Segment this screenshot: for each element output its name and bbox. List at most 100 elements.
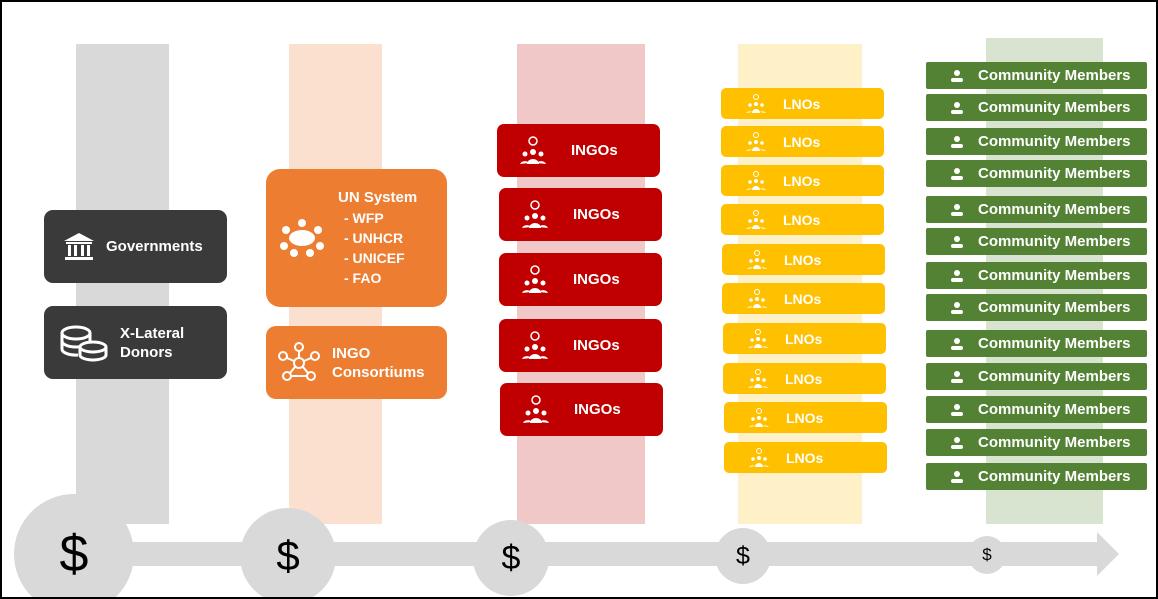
- ingo-label: INGOs: [574, 401, 621, 418]
- lno-label: LNOs: [786, 449, 824, 466]
- group-icon: [745, 209, 767, 230]
- community-member-box: Community Members: [926, 429, 1147, 456]
- group-icon: [745, 93, 767, 114]
- lno-box: LNOs: [724, 402, 887, 433]
- lno-box: LNOs: [722, 283, 885, 314]
- group-icon: [746, 249, 768, 270]
- dollar-sign: $: [59, 525, 89, 583]
- community-member-box: Community Members: [926, 463, 1147, 490]
- group-lightbulb-icon: [520, 394, 552, 426]
- group-lightbulb-icon: [519, 199, 551, 231]
- lno-label: LNOs: [785, 370, 823, 387]
- community-member-box: Community Members: [926, 363, 1147, 390]
- dollar-circle-2: $: [240, 508, 336, 597]
- coins-icon: [60, 323, 108, 363]
- community-member-box: Community Members: [926, 128, 1147, 155]
- lno-label: LNOs: [785, 330, 823, 347]
- person-icon: [950, 403, 964, 417]
- ingo-label: INGOs: [573, 206, 620, 223]
- group-icon: [745, 131, 767, 152]
- un-member: - FAO: [344, 270, 382, 286]
- lno-label: LNOs: [784, 290, 822, 307]
- community-member-label: Community Members: [978, 401, 1131, 418]
- lno-box: LNOs: [721, 204, 884, 235]
- lno-label: LNOs: [783, 211, 821, 228]
- lno-box: LNOs: [721, 126, 884, 157]
- person-icon: [950, 203, 964, 217]
- group-icon: [745, 170, 767, 191]
- un-member: - WFP: [344, 210, 384, 226]
- donors-box: X-Lateral Donors: [44, 306, 227, 379]
- dollar-circle-5: $: [968, 536, 1006, 574]
- meeting-table-icon: [280, 218, 324, 258]
- group-lightbulb-icon: [519, 264, 551, 296]
- un-members-list: - WFP - UNHCR - UNICEF - FAO: [338, 208, 417, 288]
- dollar-circle-1: $: [14, 494, 134, 597]
- person-icon: [950, 470, 964, 484]
- community-member-label: Community Members: [978, 233, 1131, 250]
- person-icon: [950, 269, 964, 283]
- person-icon: [950, 436, 964, 450]
- network-icon: [278, 341, 320, 384]
- ingo-box: INGOs: [499, 319, 662, 372]
- lno-box: LNOs: [723, 323, 886, 354]
- dollar-sign: $: [501, 538, 521, 577]
- lno-label: LNOs: [784, 251, 822, 268]
- dollar-circle-3: $: [473, 520, 549, 596]
- lno-label: LNOs: [783, 95, 821, 112]
- lno-box: LNOs: [721, 88, 884, 119]
- governments-box: Governments: [44, 210, 227, 283]
- ingo-consortiums-line1: INGO: [332, 344, 371, 362]
- un-system-title: UN System: [338, 189, 418, 206]
- governments-label: Governments: [106, 238, 203, 255]
- community-member-box: Community Members: [926, 294, 1147, 321]
- community-member-box: Community Members: [926, 62, 1147, 89]
- bank-icon: [62, 230, 96, 264]
- group-icon: [748, 447, 770, 468]
- community-member-box: Community Members: [926, 160, 1147, 187]
- community-member-box: Community Members: [926, 228, 1147, 255]
- community-member-label: Community Members: [978, 434, 1131, 451]
- ingo-box: INGOs: [499, 253, 662, 306]
- community-member-label: Community Members: [978, 201, 1131, 218]
- group-icon: [748, 407, 770, 428]
- un-member: - UNICEF: [344, 250, 405, 266]
- person-icon: [950, 235, 964, 249]
- ingo-label: INGOs: [571, 142, 618, 159]
- community-member-label: Community Members: [978, 133, 1131, 150]
- community-member-label: Community Members: [978, 165, 1131, 182]
- dollar-sign: $: [736, 541, 750, 570]
- ingo-box: INGOs: [497, 124, 660, 177]
- person-icon: [950, 101, 964, 115]
- lno-box: LNOs: [721, 165, 884, 196]
- dollar-circle-4: $: [715, 528, 771, 584]
- lno-label: LNOs: [786, 409, 824, 426]
- governments-band: [76, 44, 169, 524]
- community-member-box: Community Members: [926, 94, 1147, 121]
- dollar-sign: $: [276, 532, 300, 579]
- ingo-box: INGOs: [499, 188, 662, 241]
- ingo-label: INGOs: [573, 271, 620, 288]
- person-icon: [950, 167, 964, 181]
- lno-box: LNOs: [724, 442, 887, 473]
- lno-box: LNOs: [722, 244, 885, 275]
- community-member-label: Community Members: [978, 99, 1131, 116]
- community-member-box: Community Members: [926, 262, 1147, 289]
- person-icon: [950, 301, 964, 315]
- person-icon: [950, 370, 964, 384]
- ingo-box: INGOs: [500, 383, 663, 436]
- person-icon: [950, 135, 964, 149]
- group-icon: [747, 368, 769, 389]
- un-member: - UNHCR: [344, 230, 404, 246]
- lno-label: LNOs: [783, 133, 821, 150]
- group-lightbulb-icon: [517, 135, 549, 167]
- dollar-sign: $: [982, 545, 992, 564]
- ingo-consortiums-line2: Consortiums: [332, 363, 425, 381]
- donors-label-line1: X-Lateral: [120, 324, 185, 342]
- community-member-label: Community Members: [978, 468, 1131, 485]
- community-member-box: Community Members: [926, 330, 1147, 357]
- community-member-box: Community Members: [926, 196, 1147, 223]
- donors-label-line2: Donors: [120, 343, 173, 361]
- group-lightbulb-icon: [519, 330, 551, 362]
- un-system-box: UN System - WFP - UNHCR - UNICEF - FAO: [266, 169, 447, 307]
